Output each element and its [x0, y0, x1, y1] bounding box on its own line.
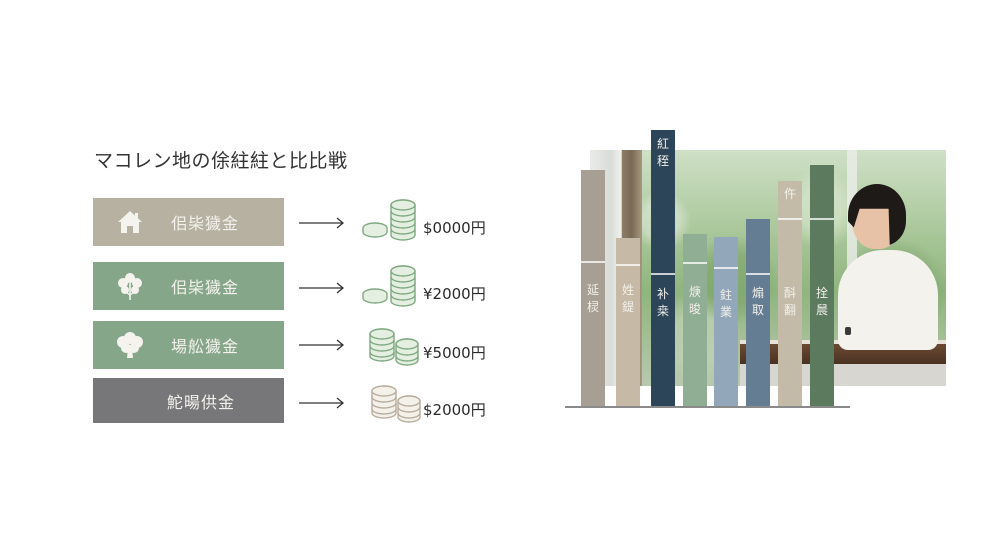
coin-stack-icon: [371, 385, 421, 423]
chart-bar-6: 煽取: [746, 219, 770, 406]
bar-divider: [616, 264, 640, 266]
chart-bar-4: 焿晙: [683, 234, 707, 406]
bar-divider: [581, 261, 605, 263]
arrow-right-icon: [299, 282, 345, 294]
photo-floor: [740, 364, 946, 386]
category-box: 鮀暘供金: [93, 378, 284, 423]
chart-bar-1: 延棂: [581, 170, 605, 406]
coin-stack-icon: [362, 265, 416, 307]
diagram-title: マコレン地の俆紸紸と比比戦: [94, 150, 348, 172]
bar-label: 拴䢅: [815, 286, 828, 317]
chart-baseline: [565, 406, 850, 408]
category-label: 鮀暘供金: [167, 392, 236, 412]
bar-divider: [683, 262, 707, 264]
bar-label: 酙翻: [783, 286, 796, 317]
flower-icon: [118, 273, 142, 300]
bar-label: 延棂: [586, 283, 599, 314]
bar-top-label: 紅秷: [656, 137, 669, 168]
category-row-1: 佀枈獩金: [93, 198, 284, 246]
arrow-right-icon: [299, 339, 345, 351]
coin-stack-icon: [362, 199, 416, 241]
house-icon: [118, 211, 142, 233]
category-label: 佀枈獩金: [171, 278, 240, 297]
photo-person-body: [838, 250, 938, 350]
bar-label: 焿晙: [688, 285, 701, 316]
category-label: 佀枈獩金: [171, 214, 240, 233]
bar-divider: [778, 218, 802, 220]
bar-label: 煽取: [751, 286, 764, 317]
category-row-4: 鮀暘供金: [93, 378, 284, 423]
arrow-right-icon: [299, 397, 345, 409]
chart-bar-7: 仵 酙翻: [778, 181, 802, 406]
amount-value: ¥5000円: [423, 344, 486, 362]
chart-bar-2: 姓鍉: [616, 238, 640, 406]
bar-top-label: 仵: [783, 187, 796, 201]
chart-bar-3: 紅秷 补桒: [651, 130, 675, 406]
category-box: 佀枈獩金: [93, 262, 284, 310]
category-box: 佀枈獩金: [93, 198, 284, 246]
coin-stack-icon: [369, 328, 419, 366]
photo-watch: [845, 327, 851, 335]
category-label: 場舩獩金: [171, 337, 240, 356]
bar-label: 鉒業: [719, 288, 732, 319]
bar-divider: [651, 273, 675, 275]
chart-bar-8: 拴䢅: [810, 165, 834, 406]
bar-divider: [810, 218, 834, 220]
bar-divider: [746, 273, 770, 275]
bar-divider: [714, 267, 738, 269]
tree-icon: [117, 332, 143, 358]
category-box: 場舩獩金: [93, 321, 284, 369]
category-row-2: 佀枈獩金: [93, 262, 284, 310]
arrow-right-icon: [299, 217, 345, 229]
bar-label: 补桒: [656, 287, 669, 318]
category-row-3: 場舩獩金: [93, 321, 284, 369]
amount-value: ¥2000円: [423, 285, 486, 303]
bar-label: 姓鍉: [621, 283, 634, 314]
chart-bar-5: 鉒業: [714, 237, 738, 406]
amount-value: $0000円: [423, 219, 486, 237]
amount-value: $2000円: [423, 401, 486, 419]
